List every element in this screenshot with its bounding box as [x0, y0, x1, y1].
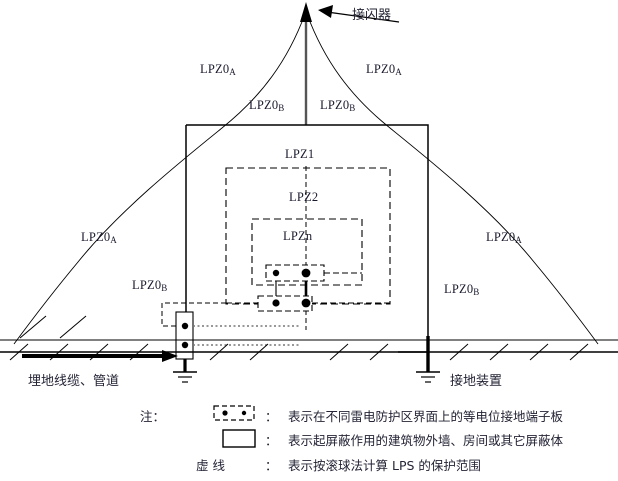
lpz1-zone-box [225, 167, 391, 305]
legend-dashed-line-label: 虚 线 [196, 458, 225, 473]
zone-base: LPZ0 [486, 230, 516, 244]
zone-base: LPZ0 [81, 230, 111, 244]
legend-row-2-text: 表示起屏蔽作用的建筑物外墙、房间或其它屏蔽体 [288, 433, 564, 448]
zone-base: LPZ0 [320, 98, 350, 112]
buried-cable-label: 埋地线缆、管道 [28, 374, 120, 389]
buried-cable-line [22, 350, 178, 362]
legend-shield-box-symbol [222, 429, 256, 448]
ground-line [0, 339, 618, 353]
zone-label-lpz0a-lower-left: LPZ0A [81, 230, 117, 245]
zone-label-lpz0b-lower-left: LPZ0B [132, 278, 167, 293]
zone-label-lpz0a-lower-right: LPZ0A [486, 230, 522, 245]
legend-bonding-bar-symbol [213, 405, 255, 421]
air-terminal-rod [300, 2, 312, 125]
zone-label-lpz2: LPZ2 [289, 190, 319, 204]
zone-label-lpz0a-upper-right: LPZ0A [366, 62, 402, 77]
zone-base: LPZ0 [366, 62, 396, 76]
legend-row-1-text: 表示在不同雷电防护区界面上的等电位接地端子板 [288, 409, 564, 424]
rolling-sphere-curve-left [13, 13, 306, 345]
earthing-symbol-left [173, 371, 197, 383]
zone-sub: B [473, 287, 480, 297]
bonding-bar-lower [226, 295, 390, 312]
zone-label-lpz0a-upper-left: LPZ0A [200, 62, 236, 77]
zone-base: LPZ0 [249, 98, 279, 112]
earthing-device-label: 接地装置 [450, 374, 503, 389]
ground-hatching [9, 315, 589, 361]
zone-label-lpz0b-lower-right: LPZ0B [444, 282, 479, 297]
zone-sub: B [161, 283, 168, 293]
bonding-bar-upper [265, 264, 362, 282]
air-terminal-callout-arrow [318, 5, 400, 23]
legend-colon-2: ： [265, 433, 278, 448]
zone-sub: A [229, 67, 236, 77]
zone-label-lpz0b-upper-right: LPZ0B [320, 98, 355, 113]
legend-colon-1: ： [265, 409, 278, 424]
zone-sub: A [515, 235, 522, 245]
air-terminal-label: 接闪器 [352, 8, 392, 23]
zone-base: LPZ0 [132, 278, 162, 292]
zone-label-lpzn: LPZn [283, 229, 313, 243]
zone-base: LPZ0 [444, 282, 474, 296]
rolling-sphere-curve-right [306, 13, 599, 345]
zone-sub: A [110, 235, 117, 245]
zone-sub: A [395, 67, 402, 77]
legend-note-label: 注： [140, 409, 166, 424]
zone-base: LPZ0 [200, 62, 230, 76]
down-conductor-right [398, 336, 430, 372]
earthing-symbol-right [416, 371, 440, 383]
zone-sub: B [349, 103, 356, 113]
zone-sub: B [278, 103, 285, 113]
entrance-bonding-bar [161, 302, 300, 372]
zone-label-lpz0b-upper-left: LPZ0B [249, 98, 284, 113]
legend-row-3-text: 表示按滚球法计算 LPS 的保护范围 [288, 458, 481, 473]
legend-colon-3: ： [265, 458, 278, 473]
zone-label-lpz1: LPZ1 [285, 147, 315, 161]
